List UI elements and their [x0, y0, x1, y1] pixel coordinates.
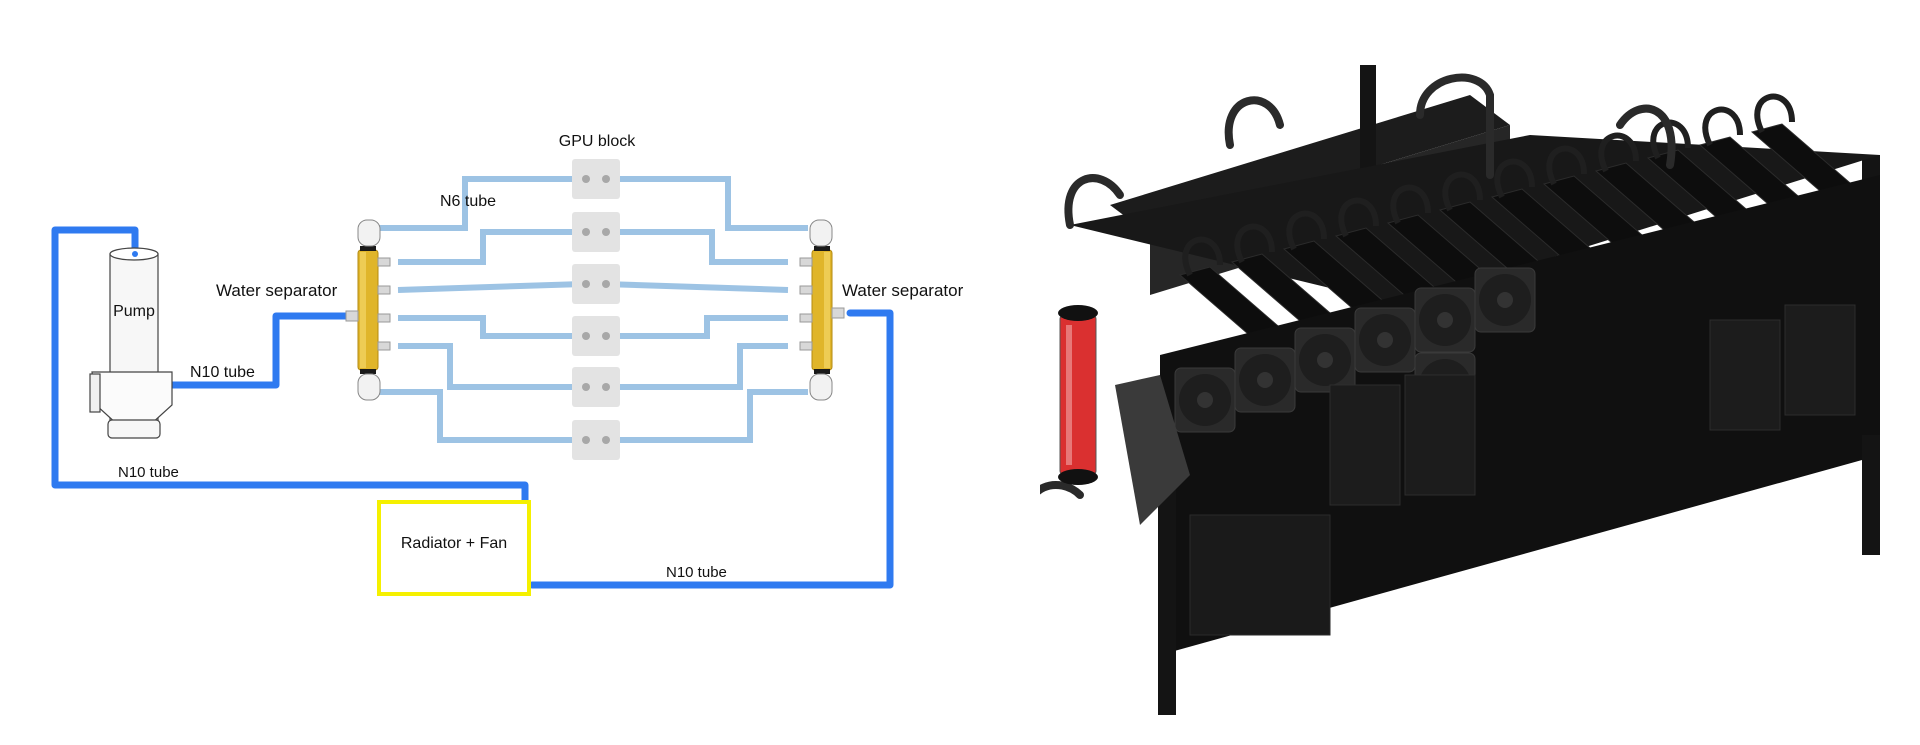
gpu-block-port: [602, 175, 610, 183]
gpu-block-port: [582, 436, 590, 444]
frame-leg: [1862, 435, 1880, 555]
label-n10-tube-return: N10 tube: [666, 564, 727, 581]
gpu-block-port: [602, 228, 610, 236]
n10-tube-separator-to-radiator: [528, 309, 894, 589]
front-panel: [1160, 175, 1880, 655]
gpu-tube: [1182, 236, 1223, 277]
gpu-blocks: [572, 159, 620, 460]
n6-tube: [604, 343, 788, 390]
fan: [1174, 367, 1236, 433]
n6-tube: [604, 176, 808, 231]
n6-tube: [398, 315, 583, 339]
n6-tubes: [378, 176, 808, 443]
gpu-tube: [1754, 93, 1795, 134]
label-gpu-block: GPU block: [559, 133, 636, 150]
n6-tube: [603, 281, 789, 293]
gpu-tube: [1442, 171, 1483, 212]
coolant-reservoir: [1058, 305, 1098, 485]
label-water-separator-right: Water separator: [842, 281, 964, 300]
motherboard: [1115, 375, 1190, 525]
gpu-block: [572, 159, 620, 199]
lower-radiator: [1189, 514, 1331, 636]
gpu-block-port: [582, 332, 590, 340]
gpu-block-port: [582, 383, 590, 391]
n6-tube: [604, 389, 808, 443]
gpu-block-port: [602, 332, 610, 340]
gpu-block-port: [602, 436, 610, 444]
frame-leg: [1158, 475, 1176, 715]
gpu-block: [572, 367, 620, 407]
gpu-block-port: [582, 280, 590, 288]
gpu-tube: [1286, 210, 1327, 251]
n6-tube: [604, 315, 788, 339]
label-radiator-fan: Radiator + Fan: [401, 535, 507, 552]
fan: [1294, 327, 1356, 393]
fan: [1414, 287, 1476, 353]
n6-tube: [397, 281, 584, 293]
gpu-block: [572, 420, 620, 460]
gpu-block-port: [582, 228, 590, 236]
gpu-block: [572, 264, 620, 304]
label-n6-tube: N6 tube: [440, 193, 496, 210]
n6-tube: [398, 229, 583, 265]
fan: [1474, 267, 1536, 333]
frame-post: [1360, 65, 1376, 185]
mining-rig-photo: [1040, 65, 1880, 715]
label-water-separator-left: Water separator: [216, 281, 338, 300]
fan: [1234, 347, 1296, 413]
gpu-tube: [1598, 132, 1639, 173]
n10-tube-pump-to-radiator: [51, 226, 529, 509]
gpu-tube: [1546, 145, 1587, 186]
n10-tube-pump-to-separator: [166, 312, 352, 389]
label-n10-tube-bottom: N10 tube: [118, 464, 179, 481]
gpu-tube: [1234, 223, 1275, 264]
gpu-block-port: [602, 383, 610, 391]
n6-tube: [378, 389, 583, 443]
gpu-tube: [1338, 197, 1379, 238]
n6-tube: [378, 176, 583, 231]
pump: [89, 247, 173, 439]
gpu-tube: [1494, 158, 1535, 199]
fan: [1354, 307, 1416, 373]
psu-units: [1329, 304, 1856, 506]
label-pump: Pump: [113, 303, 155, 320]
water-separator-right: [799, 219, 845, 401]
gpu-tube: [1702, 106, 1743, 147]
gpu-block: [572, 212, 620, 252]
water-separator-left: [345, 219, 391, 401]
gpu-tube: [1390, 184, 1431, 225]
radiator-fan-box: [377, 500, 531, 596]
n10-tubes: [51, 226, 894, 589]
n6-tube: [398, 343, 583, 390]
gpu-block-port: [602, 280, 610, 288]
label-n10-tube-pump-out: N10 tube: [190, 364, 255, 381]
gpu-block: [572, 316, 620, 356]
gpu-block-port: [582, 175, 590, 183]
handles: [1040, 73, 1676, 499]
n6-tube: [604, 229, 788, 265]
water-cooling-diagram: GPU block N6 tube Water separator Water …: [51, 133, 964, 596]
